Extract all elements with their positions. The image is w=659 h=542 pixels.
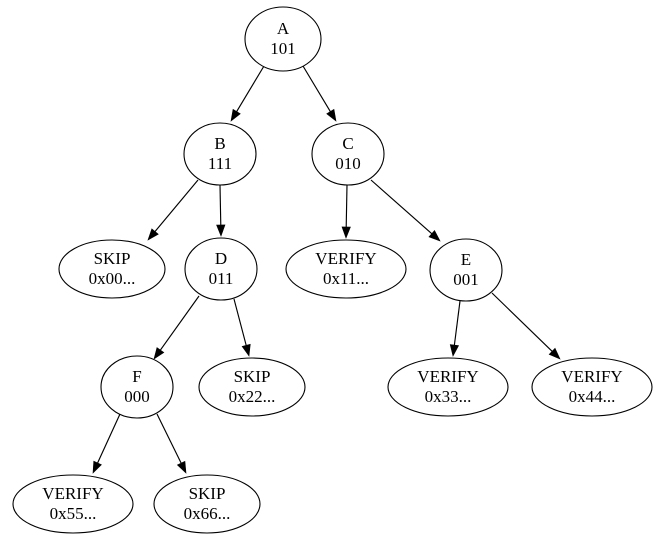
node-label-primary: E <box>461 250 471 269</box>
node-v4-verify[interactable]: VERIFY0x44... <box>531 357 653 417</box>
node-label-secondary: 0x22... <box>229 387 276 406</box>
node-v1-verify[interactable]: VERIFY0x11... <box>285 239 407 299</box>
arrowhead-icon <box>176 460 187 474</box>
node-label-secondary: 111 <box>208 154 232 173</box>
node-label-secondary: 0x00... <box>89 269 136 288</box>
node-v5-verify[interactable]: VERIFY0x55... <box>12 474 134 534</box>
node-circle <box>100 355 174 419</box>
edge-line <box>97 413 121 464</box>
node-circle <box>311 122 385 186</box>
node-ellipse <box>58 239 166 299</box>
node-label-primary: C <box>342 134 353 153</box>
node-label-secondary: 0x66... <box>184 504 231 523</box>
edge-b-to-d <box>216 184 226 237</box>
edge-line <box>154 179 199 232</box>
node-ellipse <box>153 474 261 534</box>
node-s2-skip[interactable]: SKIP0x22... <box>198 357 306 417</box>
edge-line <box>302 65 331 112</box>
edge-a-to-b <box>230 65 265 122</box>
edge-d-to-s2 <box>233 298 251 357</box>
node-label-secondary: 000 <box>124 387 150 406</box>
arrowhead-icon <box>153 347 165 360</box>
arrowhead-icon <box>449 344 460 357</box>
node-label-primary: D <box>215 249 227 268</box>
node-label-primary: SKIP <box>234 367 271 386</box>
arrowhead-icon <box>428 230 441 242</box>
node-label-primary: VERIFY <box>561 367 622 386</box>
node-label-primary: B <box>214 134 225 153</box>
node-circle <box>244 6 322 72</box>
node-label-secondary: 0x44... <box>569 387 616 406</box>
node-label-secondary: 0x33... <box>425 387 472 406</box>
node-ellipse <box>198 357 306 417</box>
edge-f-to-v5 <box>92 413 121 474</box>
edge-b-to-s0 <box>147 179 199 241</box>
arrowhead-icon <box>216 224 226 237</box>
arrowhead-icon <box>92 460 102 474</box>
node-label-primary: VERIFY <box>417 367 478 386</box>
node-ellipse <box>12 474 134 534</box>
node-label-primary: VERIFY <box>315 249 376 268</box>
node-s0-skip[interactable]: SKIP0x00... <box>58 239 166 299</box>
node-label-secondary: 101 <box>270 39 296 58</box>
edge-line <box>453 300 461 346</box>
nodes-layer: A101B111C010SKIP0x00...D011VERIFY0x11...… <box>12 6 653 534</box>
node-s6-skip[interactable]: SKIP0x66... <box>153 474 261 534</box>
node-label-secondary: 010 <box>335 154 361 173</box>
node-label-primary: F <box>132 367 141 386</box>
edge-line <box>156 413 182 464</box>
edge-line <box>370 179 433 235</box>
edge-line <box>219 184 222 226</box>
node-label-primary: SKIP <box>189 484 226 503</box>
edge-c-to-v1 <box>341 184 351 239</box>
edge-e-to-v4 <box>491 292 561 360</box>
edge-e-to-v3 <box>449 300 461 357</box>
arrowhead-icon <box>341 226 351 239</box>
node-label-secondary: 011 <box>209 269 234 288</box>
edge-c-to-e <box>370 179 441 242</box>
node-label-primary: A <box>277 19 290 38</box>
edge-f-to-s6 <box>156 413 187 474</box>
arrowhead-icon <box>230 108 241 122</box>
node-ellipse <box>387 357 509 417</box>
node-circle <box>184 237 258 301</box>
node-circle <box>429 238 503 302</box>
edge-a-to-c <box>302 65 337 122</box>
edge-line <box>159 295 200 351</box>
edge-line <box>236 65 265 112</box>
edges-layer <box>92 65 561 474</box>
node-circle <box>183 122 257 186</box>
arrowhead-icon <box>548 347 561 360</box>
edge-line <box>491 292 553 352</box>
node-label-secondary: 0x11... <box>323 269 369 288</box>
node-ellipse <box>531 357 653 417</box>
node-label-secondary: 0x55... <box>50 504 97 523</box>
edge-line <box>345 184 348 228</box>
node-label-primary: VERIFY <box>42 484 103 503</box>
node-v3-verify[interactable]: VERIFY0x33... <box>387 357 509 417</box>
node-label-secondary: 001 <box>453 270 479 289</box>
arrowhead-icon <box>241 343 251 357</box>
arrowhead-icon <box>326 108 337 122</box>
edge-line <box>233 298 247 346</box>
arrowhead-icon <box>147 228 159 241</box>
node-ellipse <box>285 239 407 299</box>
edge-d-to-f <box>153 295 200 360</box>
node-label-primary: SKIP <box>94 249 131 268</box>
